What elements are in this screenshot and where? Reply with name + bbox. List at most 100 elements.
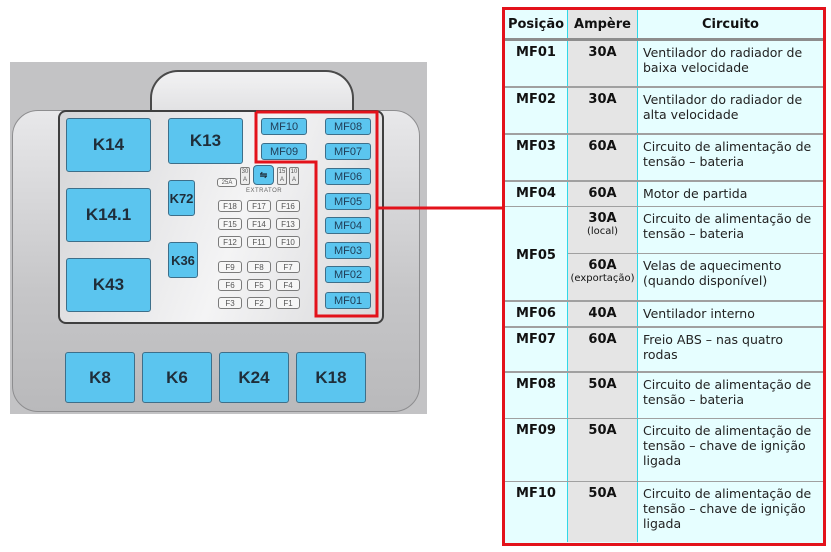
table-row: MF08 50A Circuito de alimentação de tens… [505, 371, 823, 419]
fuse-15a-unit: A [279, 177, 284, 183]
table-row: MF03 60A Circuito de alimentação de tens… [505, 133, 823, 182]
maxi-fuse-mf06[interactable]: MF06 [325, 168, 371, 185]
mini-fuse-f14[interactable]: F14 [247, 218, 271, 230]
mini-fuse-f5[interactable]: F5 [247, 279, 271, 291]
relay-k24[interactable]: K24 [219, 352, 289, 403]
mini-fuse-f13[interactable]: F13 [276, 218, 300, 230]
extractor-icon: ⇋ [259, 169, 268, 180]
cell-circuit: Ventilador do radiador de baixa velocida… [637, 39, 823, 88]
table-row: MF01 30A Ventilador do radiador de baixa… [505, 39, 823, 88]
mini-fuse-f3[interactable]: F3 [218, 297, 242, 309]
highlight-outline [254, 110, 505, 318]
table-row: MF05 30A(local) Circuito de alimentação … [505, 206, 823, 302]
ampere-value: 60A [588, 258, 617, 273]
cell-ampere: 30A [567, 39, 638, 88]
table-row: MF09 50A Circuito de alimentação de tens… [505, 418, 823, 482]
relay-k14[interactable]: K14 [66, 118, 151, 172]
maxi-fuse-mf10[interactable]: MF10 [261, 118, 307, 135]
maxi-fuse-mf02[interactable]: MF02 [325, 266, 371, 283]
relay-k13[interactable]: K13 [168, 118, 243, 164]
mini-fuse-f2[interactable]: F2 [247, 297, 271, 309]
cell-position: MF09 [505, 418, 568, 482]
header-position: Posição [505, 10, 568, 41]
cell-position: MF04 [505, 180, 568, 207]
cell-circuit: Circuito de alimentação de tensão – bate… [637, 133, 823, 182]
table-header-row: Posição Ampère Circuito [505, 10, 823, 41]
mini-fuse-f9[interactable]: F9 [218, 261, 242, 273]
mini-fuse-f18[interactable]: F18 [218, 200, 242, 212]
maxi-fuse-mf07[interactable]: MF07 [325, 143, 371, 160]
cell-ampere: 30A [567, 86, 638, 135]
relay-k6[interactable]: K6 [142, 352, 212, 403]
ampere-value: 30A [588, 211, 617, 226]
cell-position: MF10 [505, 481, 568, 542]
mini-fuse-f16[interactable]: F16 [276, 200, 300, 212]
maxi-fuse-mf09[interactable]: MF09 [261, 143, 307, 160]
cell-position: MF08 [505, 371, 568, 419]
fuse-table: Posição Ampère Circuito MF01 30A Ventila… [502, 7, 826, 546]
table-row: MF02 30A Ventilador do radiador de alta … [505, 86, 823, 135]
relay-k43[interactable]: K43 [66, 258, 151, 312]
mini-fuse-f7[interactable]: F7 [276, 261, 300, 273]
cell-circuit: Ventilador interno [637, 300, 823, 328]
mini-fuse-f12[interactable]: F12 [218, 236, 242, 248]
cell-position: MF06 [505, 300, 568, 328]
cell-circuit: Circuito de alimentação de tensão – chav… [643, 486, 812, 531]
cell-circuit: Freio ABS – nas quatro rodas [637, 326, 823, 373]
cell-ampere: 30A(local) [567, 206, 638, 254]
relay-k18[interactable]: K18 [296, 352, 366, 403]
table-row: MF10 50A Circuito de alimentação de tens… [505, 481, 823, 542]
cell-position: MF02 [505, 86, 568, 135]
fuse-30a-value: 30 [241, 169, 249, 175]
relay-k14-1[interactable]: K14.1 [66, 188, 151, 242]
ampere-note: (exportação) [570, 273, 635, 284]
fuse-30a-unit: A [242, 177, 247, 183]
mini-fuse-f1[interactable]: F1 [276, 297, 300, 309]
mini-fuse-f17[interactable]: F17 [247, 200, 271, 212]
cell-circuit: Circuito de alimentação de tensão – bate… [637, 371, 823, 419]
extractor-tool[interactable]: ⇋ [253, 165, 274, 185]
mini-fuse-f8[interactable]: F8 [247, 261, 271, 273]
maxi-fuse-mf05[interactable]: MF05 [325, 193, 371, 210]
cell-ampere: 40A [567, 300, 638, 328]
table-row: MF06 40A Ventilador interno [505, 300, 823, 328]
cell-circuit: Circuito de alimentação de tensão – chav… [637, 418, 823, 482]
cell-ampere: 60A [567, 133, 638, 182]
highlight-outline-shape [254, 110, 379, 318]
header-ampere: Ampère [567, 10, 638, 41]
fuse-15a-value: 15 [278, 169, 286, 175]
cell-position: MF03 [505, 133, 568, 182]
maxi-fuse-mf04[interactable]: MF04 [325, 217, 371, 234]
cell-ampere: 50A [567, 481, 638, 542]
cell-ampere: 60A [567, 326, 638, 373]
cell-position: MF01 [505, 39, 568, 88]
relay-k8[interactable]: K8 [65, 352, 135, 403]
ampere-note: (local) [586, 226, 619, 237]
maxi-fuse-mf03[interactable]: MF03 [325, 242, 371, 259]
mini-fuse-f10[interactable]: F10 [276, 236, 300, 248]
table-row: MF07 60A Freio ABS – nas quatro rodas [505, 326, 823, 373]
cell-ampere: 50A [567, 418, 638, 482]
header-circuit: Circuito [637, 10, 823, 41]
mini-fuse-f15[interactable]: F15 [218, 218, 242, 230]
relay-k36[interactable]: K36 [168, 242, 198, 278]
cell-position: MF07 [505, 326, 568, 373]
fuse-10a-value: 10 [290, 169, 298, 175]
maxi-fuse-mf08[interactable]: MF08 [325, 118, 371, 135]
fuse-box-diagram: K14 K13 K14.1 K72 K36 K43 K8 K6 K24 K18 … [10, 62, 505, 414]
fuse-25a[interactable]: 25A [217, 178, 237, 187]
cell-ampere: 60A [567, 180, 638, 207]
cell-position: MF05 [505, 206, 568, 302]
extractor-label: EXTRATOR [246, 188, 283, 194]
mini-fuse-f6[interactable]: F6 [218, 279, 242, 291]
table-row: 60A(exportação) Velas de aquecimento (qu… [505, 253, 823, 302]
mini-fuse-f11[interactable]: F11 [247, 236, 271, 248]
cell-ampere: 60A(exportação) [567, 253, 638, 302]
mini-fuse-f4[interactable]: F4 [276, 279, 300, 291]
cell-circuit: Velas de aquecimento (quando disponível) [637, 253, 823, 302]
maxi-fuse-mf01[interactable]: MF01 [325, 292, 371, 309]
relay-k72[interactable]: K72 [168, 180, 195, 216]
